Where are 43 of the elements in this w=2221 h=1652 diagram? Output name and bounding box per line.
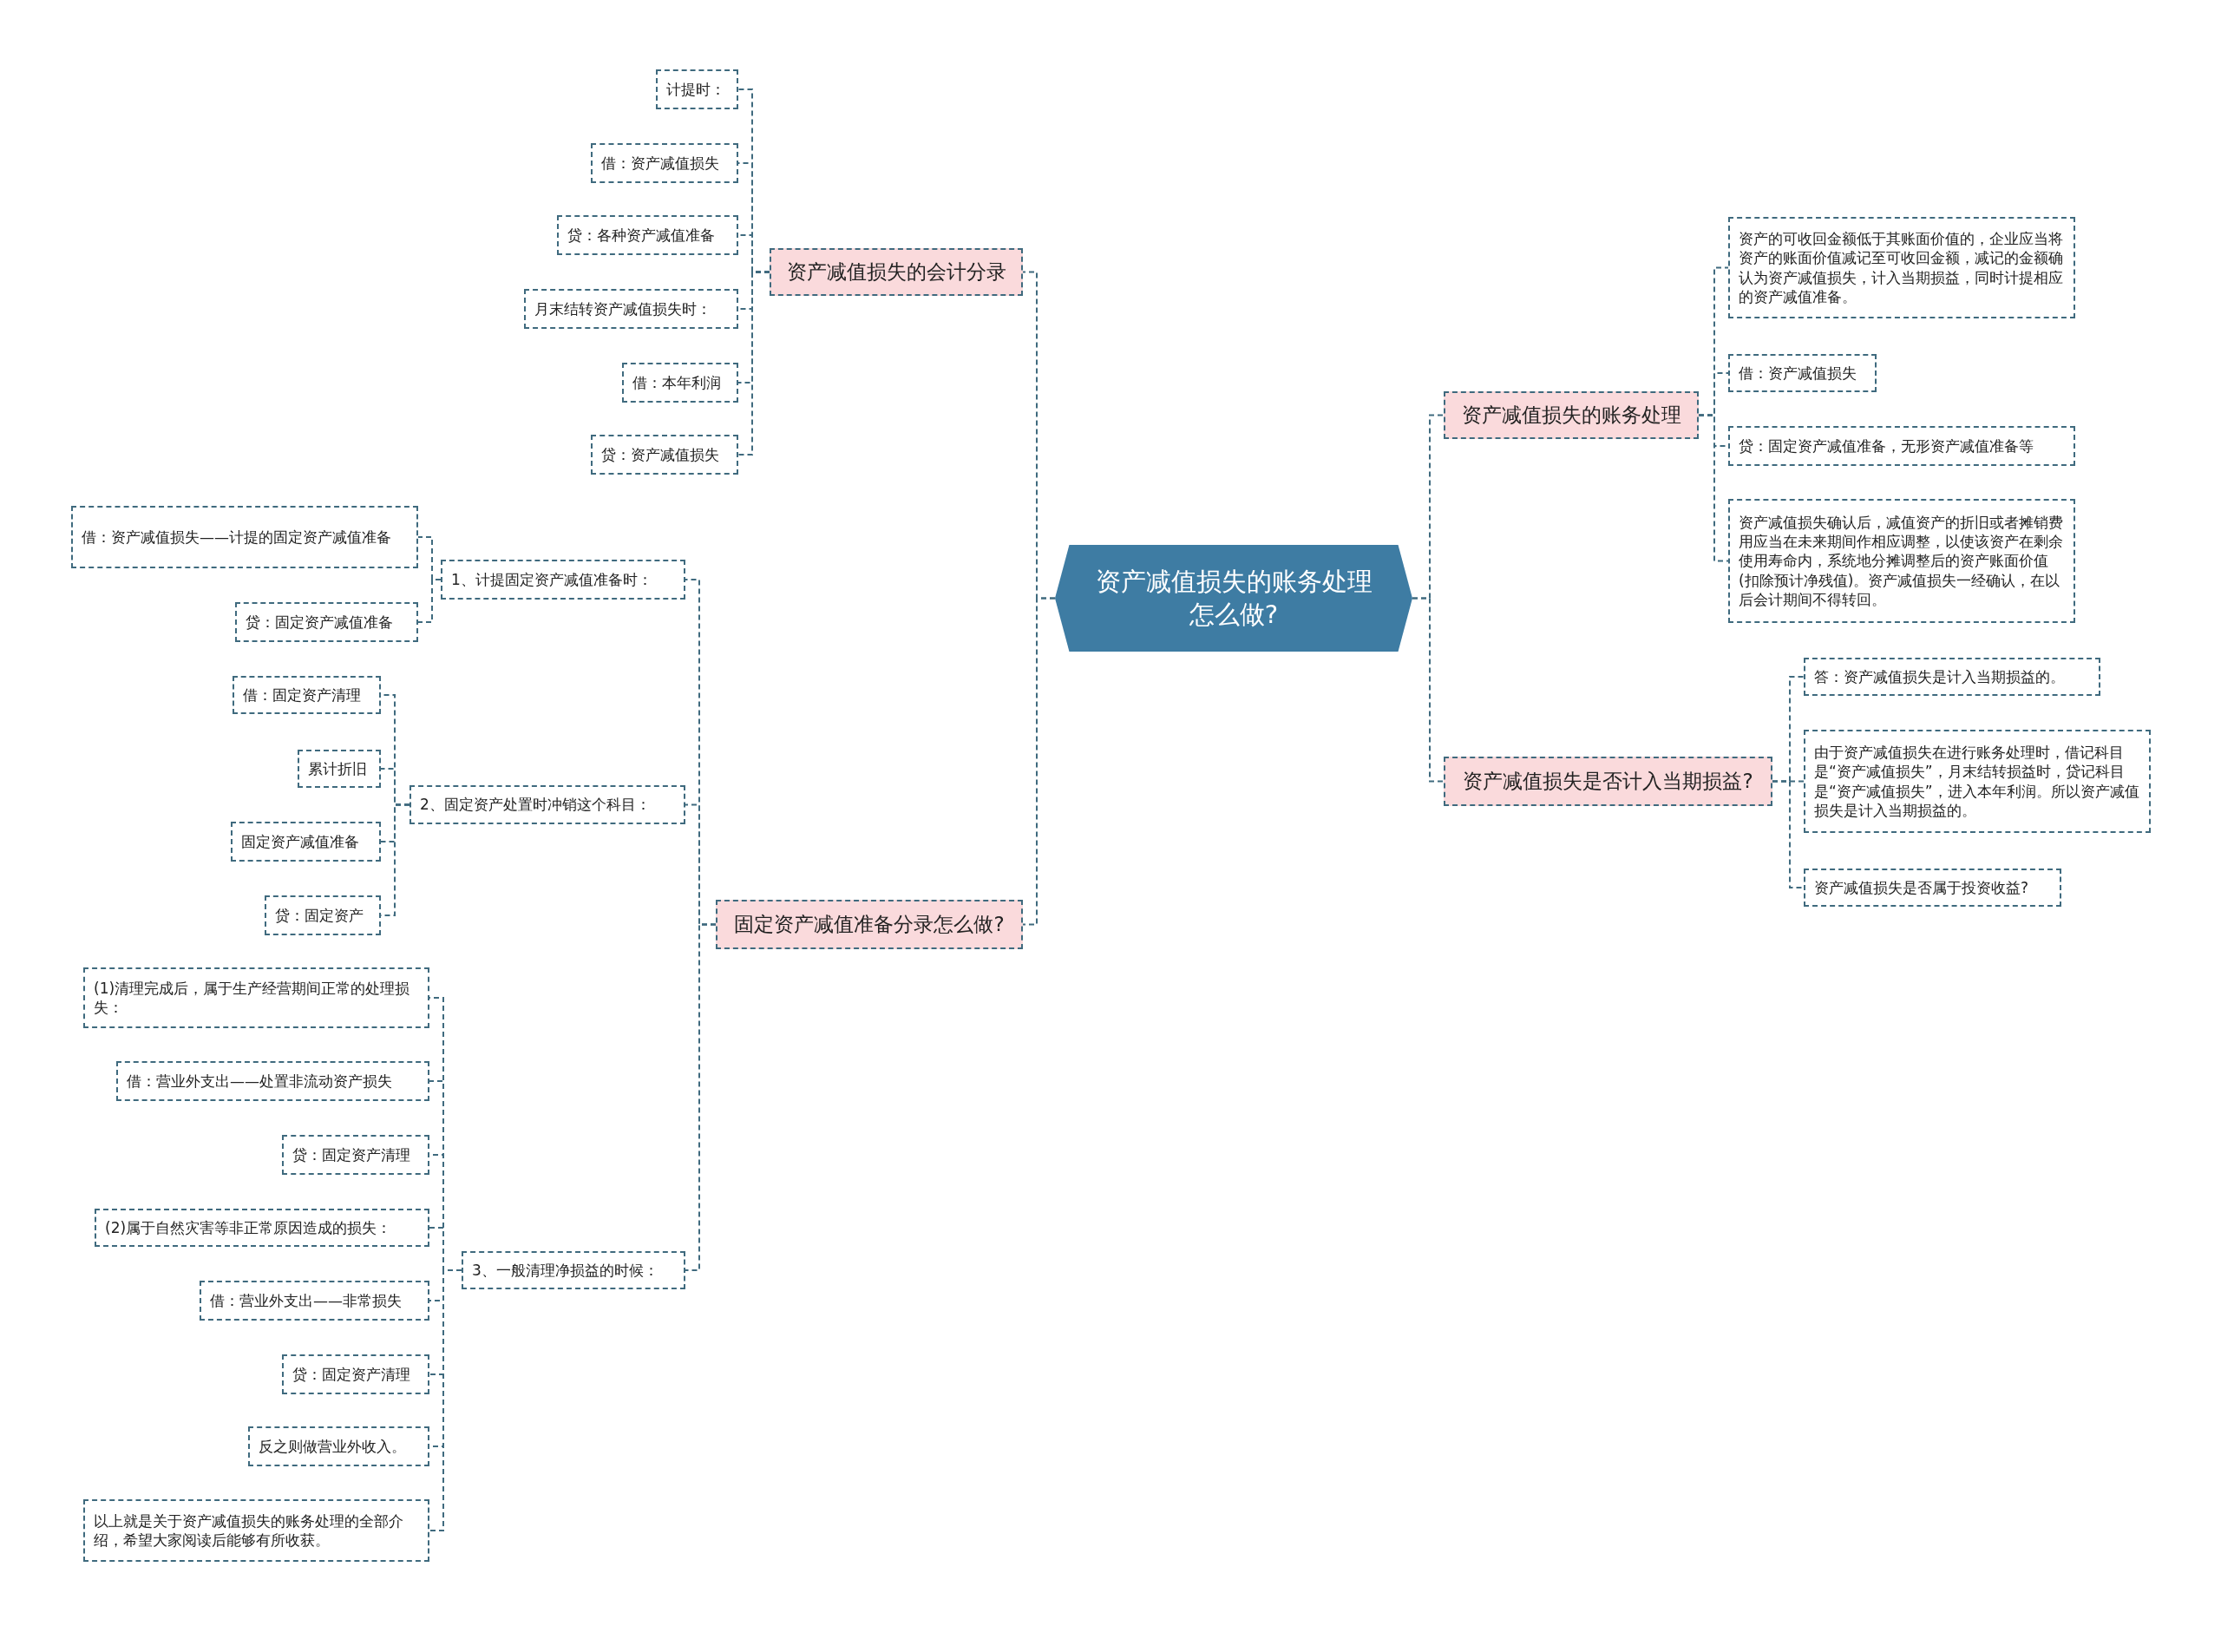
subtopic-box: 借：固定资产清理 — [233, 676, 381, 714]
subtopic-box: 反之则做营业外收入。 — [248, 1426, 429, 1466]
subtopic-box: 资产的可收回金额低于其账面价值的，企业应当将资产的账面价值减记至可收回金额，减记的金额确认为资产减值损失，计入当期损益，同时计提相应的资产减值准备。 — [1728, 217, 2075, 318]
connector — [417, 579, 442, 623]
topic-box: 资产减值损失的会计分录 — [770, 248, 1023, 296]
connector — [1022, 597, 1056, 926]
topic-box: 资产减值损失的账务处理 — [1444, 391, 1699, 439]
connector — [429, 1269, 462, 1531]
subtopic-box: 2、固定资产处置时冲销这个科目： — [409, 785, 685, 824]
topic-box: 资产减值损失是否计入当期损益? — [1444, 757, 1772, 806]
subtopic-box: 累计折旧 — [298, 750, 381, 788]
subtopic-box: 月末结转资产减值损失时： — [524, 289, 738, 329]
connector — [685, 923, 717, 1271]
subtopic-box: 固定资产减值准备 — [231, 822, 381, 862]
subtopic-box: 以上就是关于资产减值损失的账务处理的全部介绍，希望大家阅读后能够有所收获。 — [83, 1499, 429, 1562]
subtopic-box: 答：资产减值损失是计入当期损益的。 — [1804, 658, 2100, 696]
subtopic-box: 借：本年利润 — [622, 363, 738, 403]
central-topic: 资产减值损失的账务处理怎么做? — [1055, 545, 1412, 652]
subtopic-box: 贷：各种资产减值准备 — [557, 215, 738, 255]
subtopic-box: 资产减值损失确认后，减值资产的折旧或者摊销费用应当在未来期间作相应调整，以使该资产在剩余使用寿命内，系统地分摊调整后的资产账面价值(扣除预计净残值)。资产减值损失一经确认，在以后会计期间不得转回。 — [1728, 499, 2075, 623]
subtopic-box: 3、一般清理净损益的时候： — [462, 1251, 685, 1289]
subtopic-box: 资产减值损失是否属于投资收益? — [1804, 869, 2061, 907]
connector — [737, 271, 770, 456]
subtopic-box: 贷：固定资产清理 — [282, 1135, 429, 1175]
subtopic-box: (1)清理完成后，属于生产经营期间正常的处理损失： — [83, 967, 429, 1028]
subtopic-box: 贷：资产减值损失 — [591, 435, 738, 475]
subtopic-box: 借：资产减值损失 — [1728, 354, 1877, 392]
subtopic-box: 贷：固定资产 — [265, 895, 381, 935]
topic-box: 固定资产减值准备分录怎么做? — [716, 900, 1023, 949]
subtopic-box: 借：营业外支出——非常损失 — [200, 1281, 429, 1321]
connector — [1772, 780, 1805, 888]
subtopic-box: (2)属于自然灾害等非正常原因造成的损失： — [95, 1209, 429, 1247]
subtopic-box: 贷：固定资产减值准备 — [235, 602, 418, 642]
subtopic-box: 借：营业外支出——处置非流动资产损失 — [116, 1061, 429, 1101]
subtopic-box: 贷：固定资产减值准备，无形资产减值准备等 — [1728, 426, 2075, 466]
subtopic-box: 借：资产减值损失 — [591, 143, 738, 183]
subtopic-box: 1、计提固定资产减值准备时： — [441, 560, 685, 600]
subtopic-box: 计提时： — [656, 69, 738, 109]
connector — [1698, 414, 1729, 562]
subtopic-box: 贷：固定资产清理 — [282, 1354, 429, 1394]
connector — [1412, 597, 1445, 783]
subtopic-box: 由于资产减值损失在进行账务处理时，借记科目是“资产减值损失”，月末结转损益时，贷记科目是“资产减值损失”，进入本年利润。所以资产减值损失是计入当期损益的。 — [1804, 730, 2151, 833]
subtopic-box: 借：资产减值损失——计提的固定资产减值准备 — [71, 506, 418, 568]
